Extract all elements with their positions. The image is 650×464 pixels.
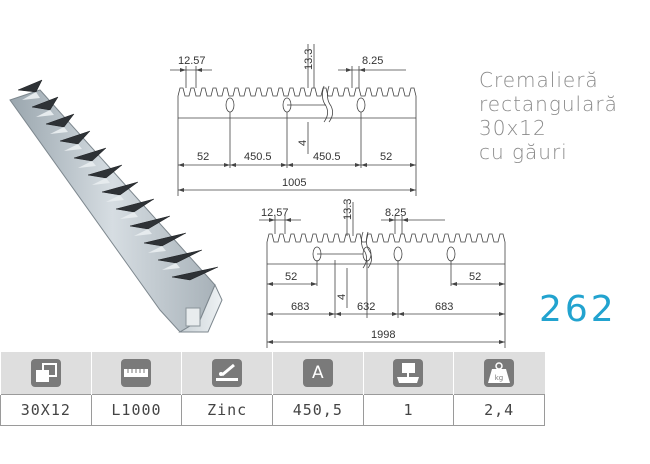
- spec-value-section: 30X12: [0, 394, 92, 426]
- spec-value-finish: Zinc: [181, 394, 273, 426]
- spec-icon-cell: [0, 352, 92, 395]
- end-left-label-2: 52: [285, 271, 297, 283]
- tooth-height-label: 13.3: [303, 49, 315, 70]
- seg-left-label: 683: [291, 301, 309, 313]
- hole-pitch-left-label: 450.5: [244, 151, 272, 163]
- spec-icon-cell: kg: [453, 352, 545, 395]
- tooth-pitch-label-2: 12.57: [261, 207, 289, 219]
- total-length-label-2: 1998: [371, 329, 395, 341]
- spec-icon-cell: [90, 352, 182, 395]
- weight-unit-label: kg: [495, 374, 504, 382]
- spec-icon-row: A kg: [0, 352, 545, 395]
- length-icon: [121, 359, 152, 387]
- spec-icon-cell: [362, 352, 454, 395]
- hole-spacing-icon: A: [302, 359, 333, 387]
- spec-value-weight: 2,4: [453, 394, 545, 426]
- tooth-height-label-2: 13.3: [342, 199, 354, 220]
- spec-icon-cell: [181, 352, 273, 395]
- tooth-offset-label-2: 8.25: [385, 207, 406, 219]
- title-line-1: Cremalieră: [479, 68, 599, 92]
- spec-value-length: L1000: [90, 394, 183, 426]
- quantity-icon: [393, 359, 424, 387]
- seg-middle-label: 632: [357, 301, 375, 313]
- tooth-pitch-label: 12.57: [178, 55, 206, 67]
- spec-value-hole-spacing: 450,5: [271, 394, 364, 426]
- title-line-4: cu găuri: [479, 140, 568, 164]
- tooth-offset-label: 8.25: [362, 55, 383, 67]
- product-title: Cremalieră rectangulară 30x12 cu găuri: [479, 68, 649, 164]
- spec-value-quantity: 1: [362, 394, 455, 426]
- end-right-label: 52: [380, 151, 392, 163]
- weight-icon: kg: [484, 359, 515, 387]
- hole-spacing-letter: A: [311, 363, 324, 383]
- section-icon: [30, 359, 61, 387]
- spec-value-row: 30X12 L1000 Zinc 450,5 1 2,4: [0, 394, 545, 426]
- spec-table: A kg 30X12 L1000 Zinc 450,5 1 2,4: [0, 352, 545, 426]
- hole-pitch-right-label: 450.5: [313, 151, 341, 163]
- spec-icon-cell: A: [271, 352, 364, 395]
- seg-right-label: 683: [435, 301, 453, 313]
- rack-product-image: [9, 79, 223, 333]
- end-right-label-2: 52: [469, 271, 481, 283]
- total-length-label: 1005: [282, 177, 306, 189]
- hole-offset-label-2: 4: [336, 294, 348, 300]
- title-line-2: rectangulară: [479, 92, 618, 116]
- product-code: 262: [539, 289, 617, 330]
- technical-drawing-top: 12.57 13.3 8.25 4 52 450.5 450.5 52 1005: [170, 44, 417, 196]
- end-left-label: 52: [197, 151, 209, 163]
- finish-icon: [212, 359, 243, 387]
- technical-drawing-bottom: 12.57 13.3 8.25 4 52 52 683 632 683 1998: [259, 199, 506, 348]
- title-line-3: 30x12: [479, 116, 547, 140]
- hole-offset-label: 4: [297, 140, 309, 146]
